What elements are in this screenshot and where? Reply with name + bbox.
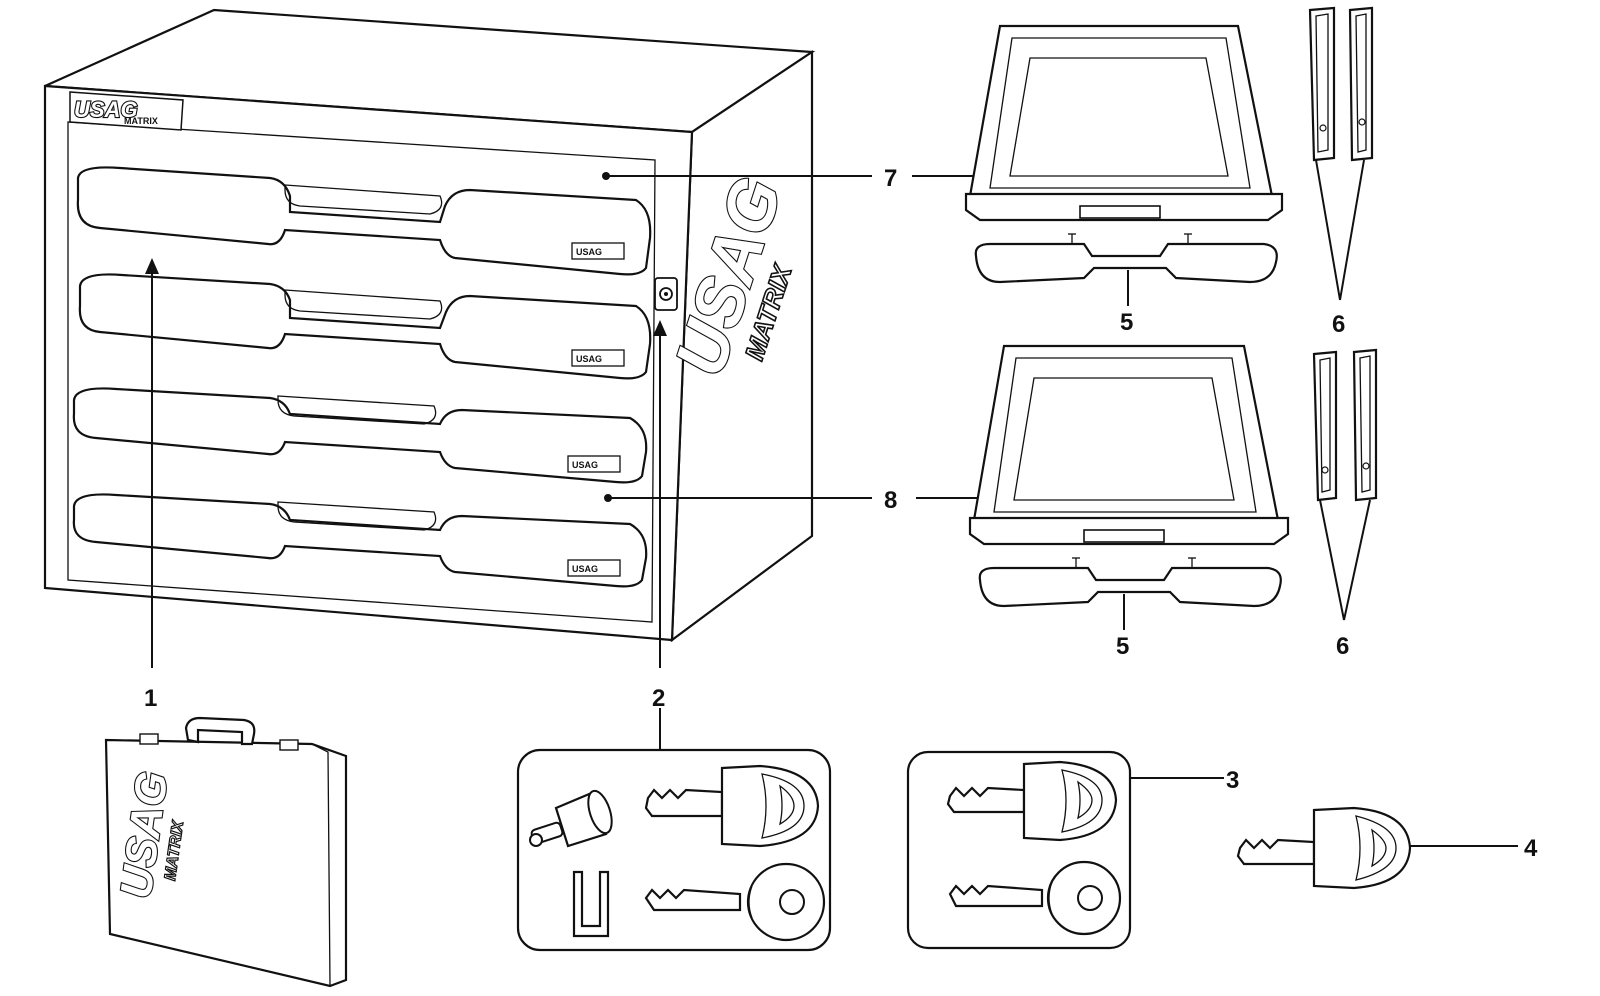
drawer-4-brand-text: USAG <box>572 564 598 574</box>
cabinet-brand-plate: USAG MATRIX <box>69 91 184 131</box>
lock-kit-box <box>516 748 832 952</box>
callout-8: 8 <box>884 487 897 514</box>
key-set-box <box>906 750 1132 950</box>
key-flat-top <box>644 764 820 848</box>
cabinet-drawer-front-4: USAG <box>72 493 648 588</box>
drawer-tray-lower <box>968 344 1290 546</box>
callout-3: 3 <box>1226 767 1239 794</box>
u-clip <box>572 870 610 938</box>
callout-7: 7 <box>884 165 897 192</box>
callout-5-upper: 5 <box>1120 309 1133 336</box>
drawer-1-brand-text: USAG <box>576 247 602 257</box>
key-round-set <box>948 860 1122 936</box>
drawer-3-brand-text: USAG <box>572 460 598 470</box>
cabinet-drawer-front-2: USAG <box>78 273 652 380</box>
callout-2: 2 <box>652 685 665 712</box>
key-single <box>1236 806 1412 890</box>
key-round <box>644 862 826 942</box>
cabinet-lock <box>654 277 678 311</box>
slide-rails-upper <box>1308 6 1374 162</box>
drawer-2-brand-text: USAG <box>576 354 602 364</box>
carry-case: USAG MATRIX <box>104 716 348 988</box>
key-flat-set <box>946 760 1118 842</box>
slide-rails-lower <box>1312 348 1378 502</box>
callout-1: 1 <box>144 685 157 712</box>
brand-name-text: USAG <box>74 97 138 122</box>
lock-cylinder <box>529 789 613 848</box>
brand-line-text: MATRIX <box>124 116 158 126</box>
callout-6-lower: 6 <box>1336 633 1349 660</box>
cabinet-drawer-front-3: USAG <box>72 387 648 484</box>
drawer-handle-upper <box>974 233 1278 284</box>
callout-4: 4 <box>1524 835 1538 862</box>
callout-5-lower: 5 <box>1116 633 1129 660</box>
drawer-tray-upper <box>964 24 1284 222</box>
drawer-handle-lower <box>978 557 1282 608</box>
cabinet-drawer-front-1: USAG <box>76 166 652 276</box>
callout-6-upper: 6 <box>1332 311 1345 338</box>
